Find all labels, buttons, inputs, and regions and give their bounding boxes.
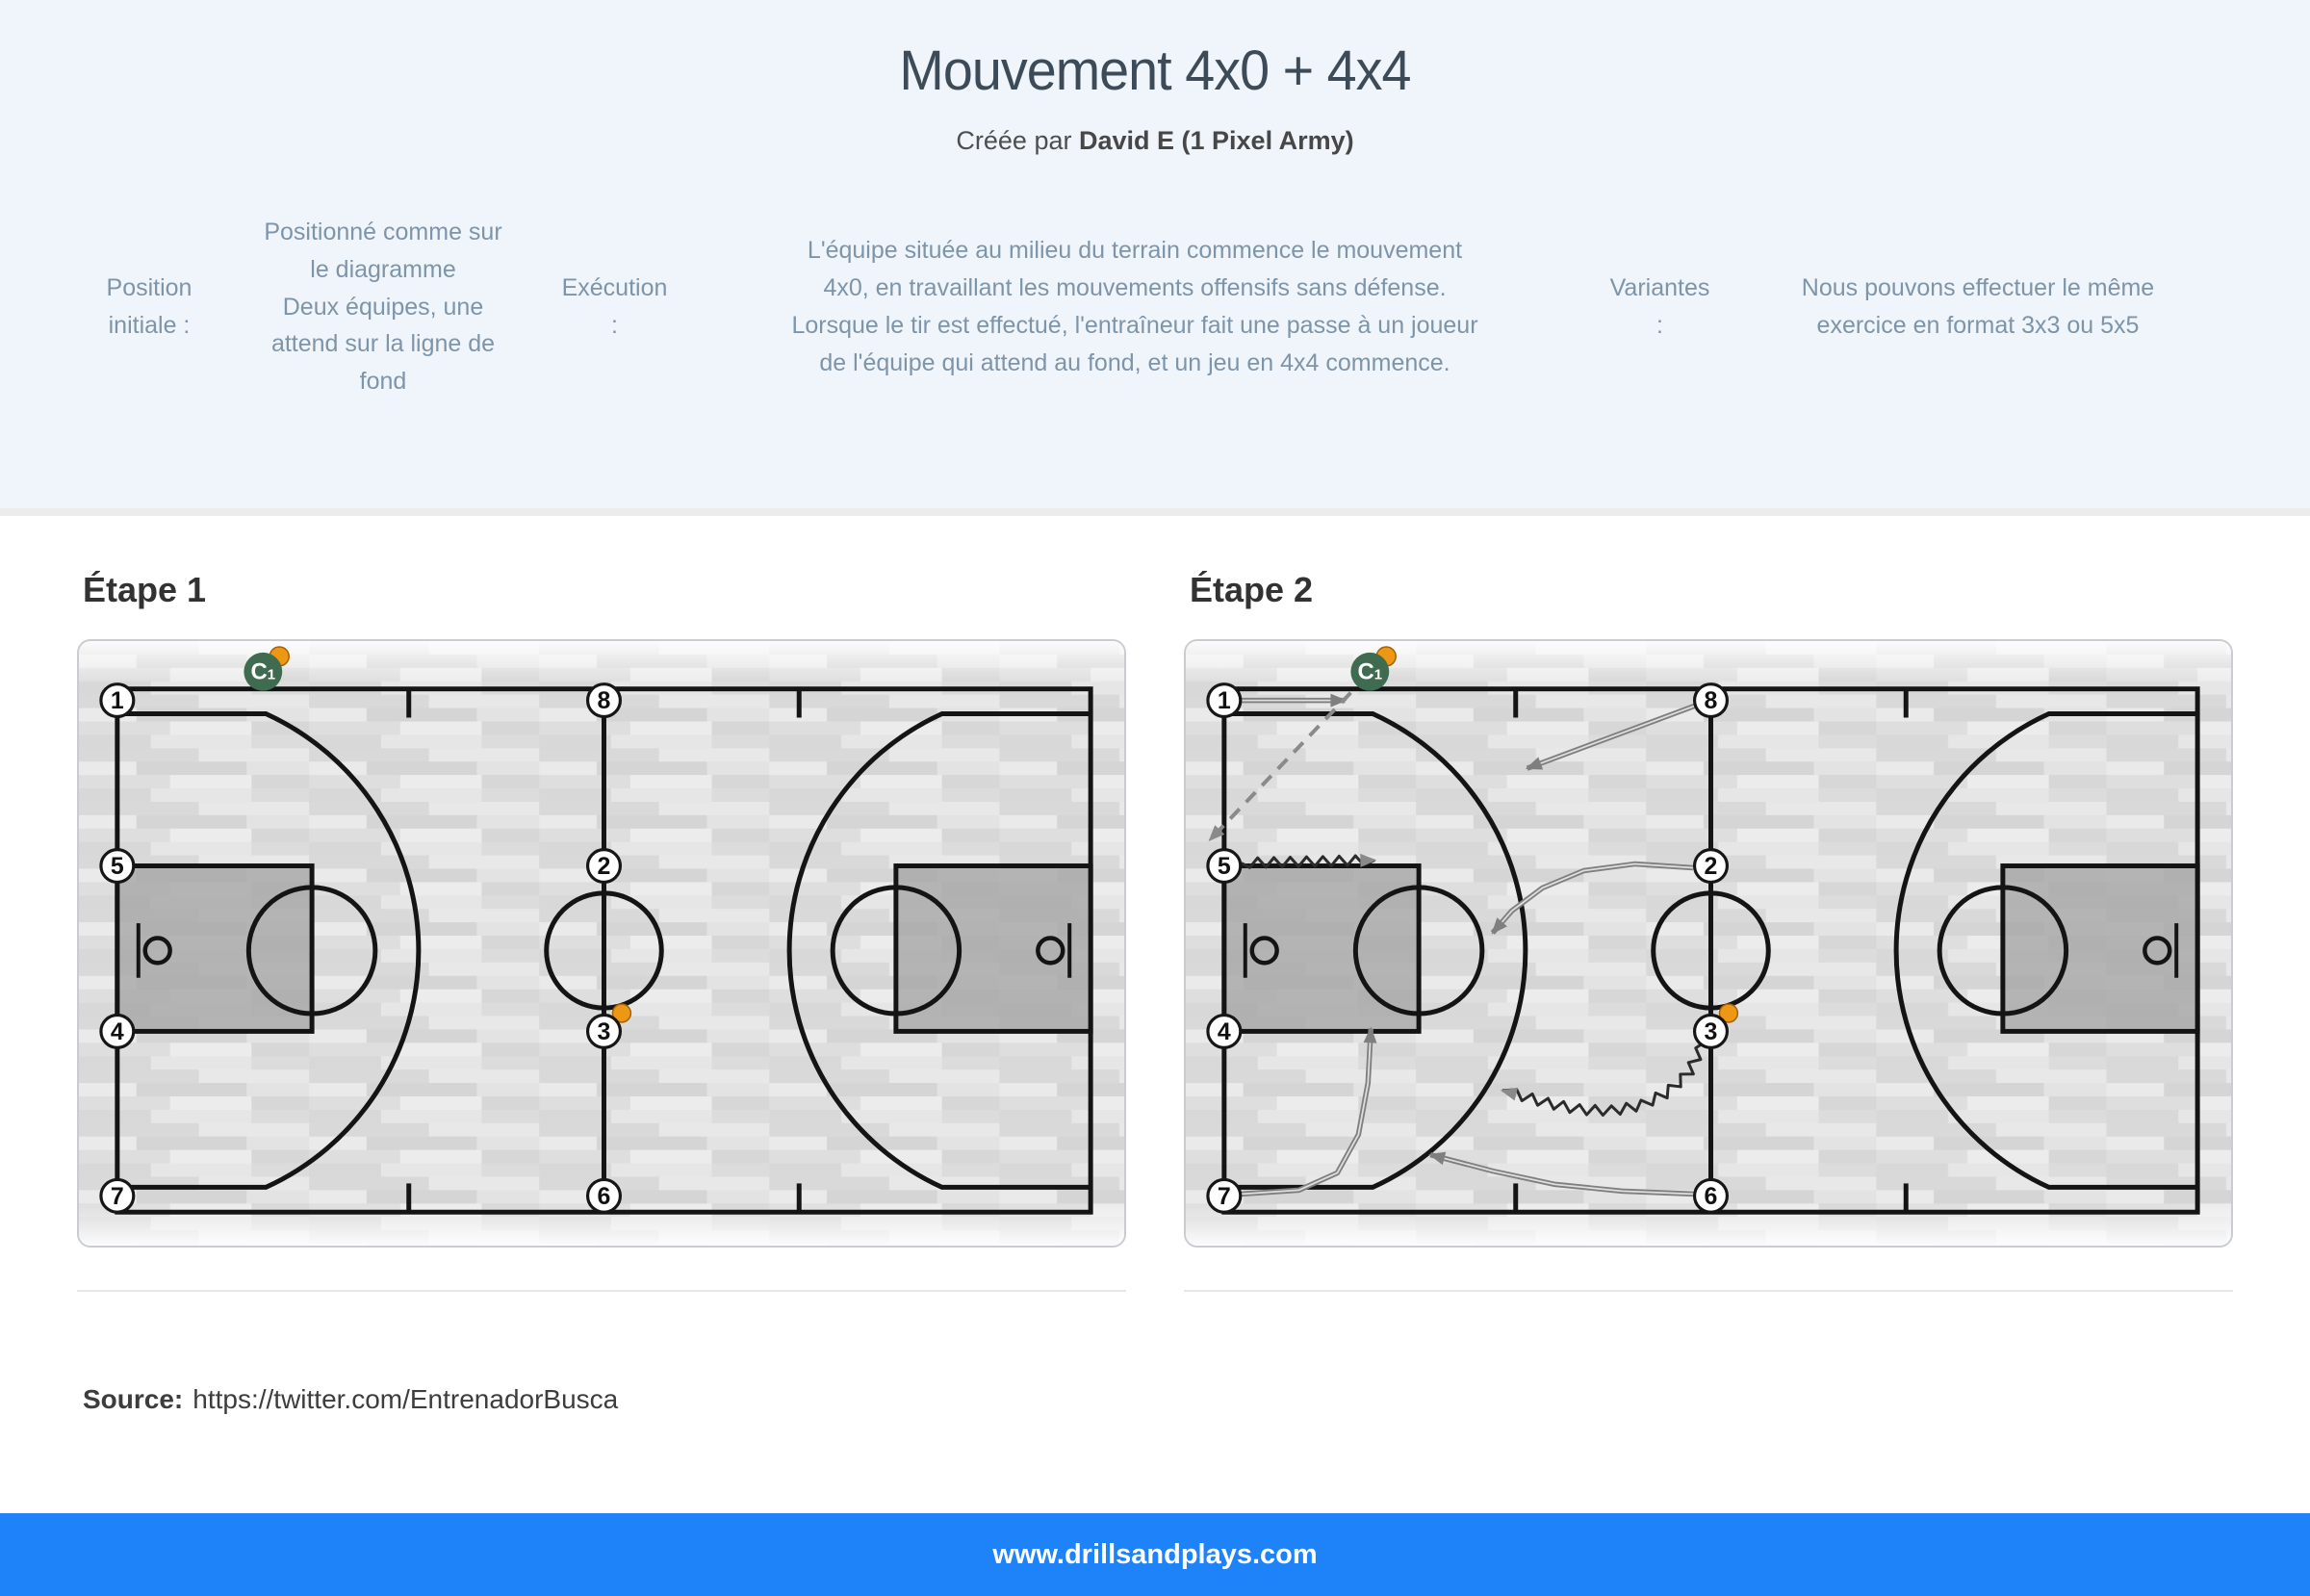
arrowhead — [1208, 825, 1225, 842]
arrowhead — [1360, 853, 1377, 867]
drill-info-row: Position initiale : Positionné comme sur… — [0, 214, 2310, 400]
player-token-5: 5 — [1206, 848, 1243, 884]
arrowhead — [1428, 1151, 1447, 1166]
left-three-point-line — [1223, 711, 1528, 1190]
credit-author: David E (1 Pixel Army) — [1078, 126, 1354, 155]
player-number: 1 — [1218, 687, 1231, 714]
arrowhead — [1491, 917, 1507, 935]
player-token-5: 5 — [99, 848, 136, 884]
center-circle — [1651, 890, 1771, 1011]
step-2-card: C1 1 5 4 7 8 2 3 6 — [1184, 639, 2233, 1248]
arrowhead — [1363, 1026, 1377, 1043]
player-number: 5 — [1218, 853, 1231, 880]
coach-label: C1 — [251, 659, 276, 685]
player-token-3: 3 — [1692, 1013, 1730, 1049]
footer: www.drillsandplays.com — [0, 1513, 2310, 1596]
arrowhead — [1525, 757, 1544, 770]
player-token-4: 4 — [1206, 1013, 1243, 1049]
cut-arrow-from-7 — [1241, 1026, 1377, 1197]
steps-columns: Étape 1 C1 1 5 4 7 8 — [77, 570, 2233, 1292]
text-variantes: Nous pouvons effectuer le même exercice … — [1801, 274, 2155, 339]
step-2-heading: Étape 2 — [1190, 570, 1314, 609]
credit-prefix: Créée par — [956, 126, 1079, 155]
center-circle — [544, 890, 664, 1011]
player-token-6: 6 — [1692, 1177, 1730, 1214]
right-three-point-line — [786, 711, 1091, 1190]
court-diagram-step-2: C1 1 5 4 7 8 2 3 6 — [1186, 641, 2231, 1246]
player-token-2: 2 — [1692, 848, 1730, 884]
player-number: 7 — [111, 1183, 124, 1210]
player-token-4: 4 — [99, 1013, 136, 1049]
left-three-point-line — [116, 711, 422, 1190]
player-number: 1 — [111, 687, 124, 714]
footer-site-url: www.drillsandplays.com — [992, 1538, 1318, 1570]
player-token-8: 8 — [585, 682, 623, 719]
header: Mouvement 4x0 + 4x4 Créée par David E (1… — [0, 0, 2310, 516]
basketball-icon — [611, 1003, 632, 1023]
coach-icon: C1 — [1350, 646, 1397, 691]
basketball-icon — [1718, 1003, 1739, 1023]
arrowhead — [1330, 693, 1348, 708]
player-token-8: 8 — [1692, 682, 1730, 719]
right-hoop — [1036, 936, 1065, 965]
player-number: 8 — [598, 687, 611, 714]
left-free-throw-circle — [1352, 885, 1485, 1017]
right-free-throw-circle — [1937, 885, 2069, 1017]
player-number: 8 — [1705, 687, 1718, 714]
cut-arrow-from-6 — [1428, 1151, 1694, 1197]
source-url-link[interactable]: https://twitter.com/EntrenadorBusca — [192, 1384, 619, 1414]
arrowhead — [1500, 1087, 1518, 1101]
label-variantes: Variantes : — [1609, 274, 1710, 339]
player-token-7: 7 — [99, 1177, 136, 1214]
cut-arrow-from-2 — [1490, 861, 1694, 935]
player-token-1: 1 — [99, 682, 136, 719]
source-label: Source: — [83, 1384, 184, 1414]
player-token-6: 6 — [585, 1177, 623, 1214]
player-number: 7 — [1218, 1183, 1231, 1210]
step-1-section: Étape 1 C1 1 5 4 7 8 — [77, 570, 1126, 1292]
step-1-card: C1 1 5 4 7 8 2 3 6 — [77, 639, 1126, 1248]
player-number: 6 — [1705, 1183, 1718, 1210]
court-markings — [115, 686, 1093, 1215]
left-free-throw-circle — [245, 885, 378, 1017]
left-hoop — [142, 936, 172, 965]
page-title: Mouvement 4x0 + 4x4 — [899, 39, 1411, 102]
text-execution: L'équipe située au milieu du terrain com… — [791, 237, 1478, 376]
player-number: 4 — [1218, 1018, 1231, 1045]
court-diagram-step-1: C1 1 5 4 7 8 2 3 6 — [79, 641, 1124, 1246]
step-2-divider — [1184, 1290, 2233, 1292]
text-position-initiale: Positionné comme sur le diagramme Deux é… — [264, 219, 502, 395]
player-number: 6 — [598, 1183, 611, 1210]
player-number: 2 — [1705, 853, 1718, 880]
dribble-arrow-from-3 — [1500, 1042, 1705, 1118]
player-token-7: 7 — [1206, 1177, 1243, 1214]
step-2-section: Étape 2 — [1184, 570, 2233, 1292]
player-token-2: 2 — [585, 848, 623, 884]
right-hoop — [2143, 936, 2172, 965]
cut-arrow-from-8 — [1525, 704, 1696, 771]
credit-line: Créée par David E (1 Pixel Army) — [0, 126, 2310, 156]
player-token-3: 3 — [585, 1013, 623, 1049]
player-number: 2 — [598, 853, 611, 880]
left-hoop — [1249, 936, 1279, 965]
source-line: Source: https://twitter.com/EntrenadorBus… — [83, 1384, 2233, 1415]
label-execution: Exécution : — [561, 274, 668, 339]
main-content: Étape 1 C1 1 5 4 7 8 — [0, 516, 2310, 1513]
right-three-point-line — [1893, 711, 2198, 1190]
player-number: 3 — [598, 1018, 611, 1045]
step-1-heading: Étape 1 — [83, 570, 207, 609]
dribble-arrow-from-5 — [1241, 853, 1377, 869]
player-number: 3 — [1705, 1018, 1718, 1045]
player-token-1: 1 — [1206, 682, 1243, 719]
right-free-throw-circle — [830, 885, 962, 1017]
player-number: 4 — [111, 1018, 124, 1045]
coach-icon: C1 — [244, 646, 290, 691]
step-1-divider — [77, 1290, 1126, 1292]
coach-label: C1 — [1358, 659, 1383, 685]
player-number: 5 — [111, 853, 124, 880]
pass-arrow-from-1 — [1208, 691, 1352, 842]
label-position-initiale: Position initiale : — [106, 274, 192, 339]
cut-arrow-from-1 — [1241, 693, 1348, 708]
